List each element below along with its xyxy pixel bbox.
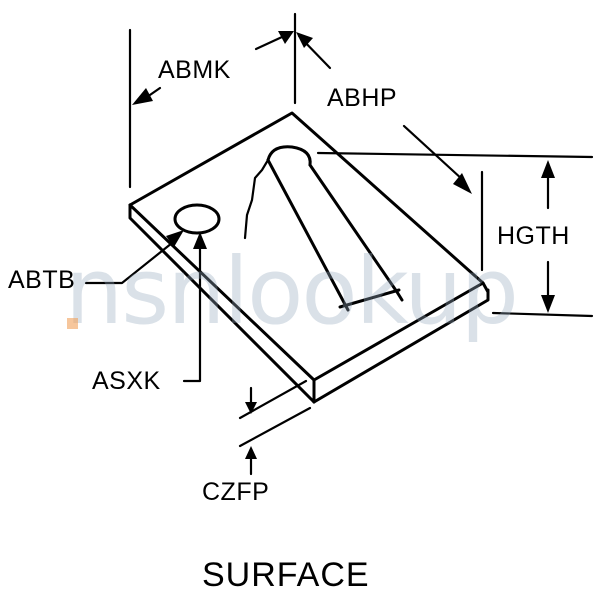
abhp-arrowhead-upper xyxy=(296,32,313,48)
block-outline xyxy=(128,111,490,404)
czfp-dimension xyxy=(238,379,312,476)
slot-bottom-edge xyxy=(338,288,401,309)
slot xyxy=(243,145,404,312)
block-front-top-edge xyxy=(312,281,485,382)
caption: SURFACE xyxy=(202,556,370,594)
label-abhp: ABHP xyxy=(327,84,398,112)
label-czfp: CZFP xyxy=(202,478,270,506)
watermark-accent-square xyxy=(67,318,78,329)
slot-inner-edge xyxy=(266,158,350,312)
czfp-extension-lower xyxy=(238,406,312,448)
block-bottom-edge xyxy=(312,288,490,404)
abmk-dimension xyxy=(128,12,297,189)
abmk-arrowhead-left xyxy=(132,88,153,105)
abmk-arrowhead-right xyxy=(278,31,294,44)
block-top-edges xyxy=(128,111,490,294)
abhp-leader-lower xyxy=(402,124,465,182)
hgth-dimension xyxy=(316,151,594,318)
czfp-arrowhead-upper xyxy=(245,402,257,414)
asxk-leader xyxy=(182,232,207,383)
block-left-edges xyxy=(128,203,316,404)
abtb-leader-line xyxy=(84,241,174,285)
abmk-leader-right xyxy=(254,35,284,51)
hgth-arrowhead-top xyxy=(541,160,555,178)
abtb-leader xyxy=(84,230,184,285)
hgth-extension-top xyxy=(316,151,594,159)
abtb-arrowhead xyxy=(166,230,184,247)
abhp-dimension xyxy=(296,32,484,272)
label-hgth: HGTH xyxy=(497,222,570,250)
label-asxk: ASXK xyxy=(92,367,161,395)
abhp-arrowhead-lower xyxy=(453,173,472,194)
asxk-arrowhead xyxy=(193,232,207,249)
slot-left-wall xyxy=(243,158,270,240)
hole xyxy=(173,203,221,235)
hgth-extension-bottom xyxy=(491,311,594,318)
label-abmk: ABMK xyxy=(158,56,231,84)
slot-outer-edge xyxy=(308,163,404,302)
hgth-arrowhead-bottom xyxy=(541,295,555,313)
asxk-leader-line xyxy=(182,241,202,383)
label-abtb: ABTB xyxy=(8,266,76,294)
slot-round-end xyxy=(266,145,312,167)
czfp-arrowhead-lower xyxy=(245,446,257,459)
